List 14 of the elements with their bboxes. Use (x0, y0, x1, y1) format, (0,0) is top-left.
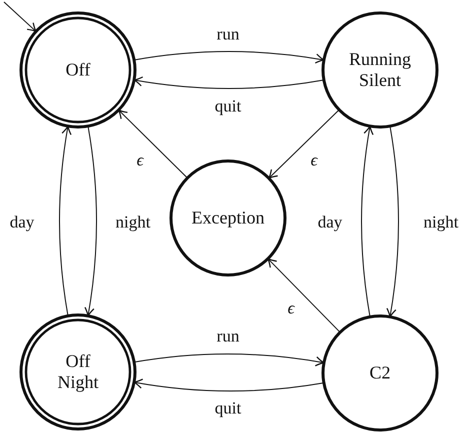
edge-label: night (114, 212, 152, 232)
edge-label: day (316, 212, 344, 232)
state-circle (169, 159, 287, 277)
edge-label: night (422, 212, 460, 232)
state-name: Running Silent (348, 49, 412, 91)
state-name: Exception (190, 208, 266, 228)
state-name: C2 (368, 362, 392, 384)
state-name: Off Night (56, 351, 100, 393)
state-circle (321, 11, 439, 129)
state-name: Off (64, 60, 92, 80)
edge-label: day (8, 212, 36, 232)
accepting-state-circle (19, 313, 137, 431)
state-circle (321, 314, 439, 432)
accepting-state-circle (19, 11, 137, 129)
